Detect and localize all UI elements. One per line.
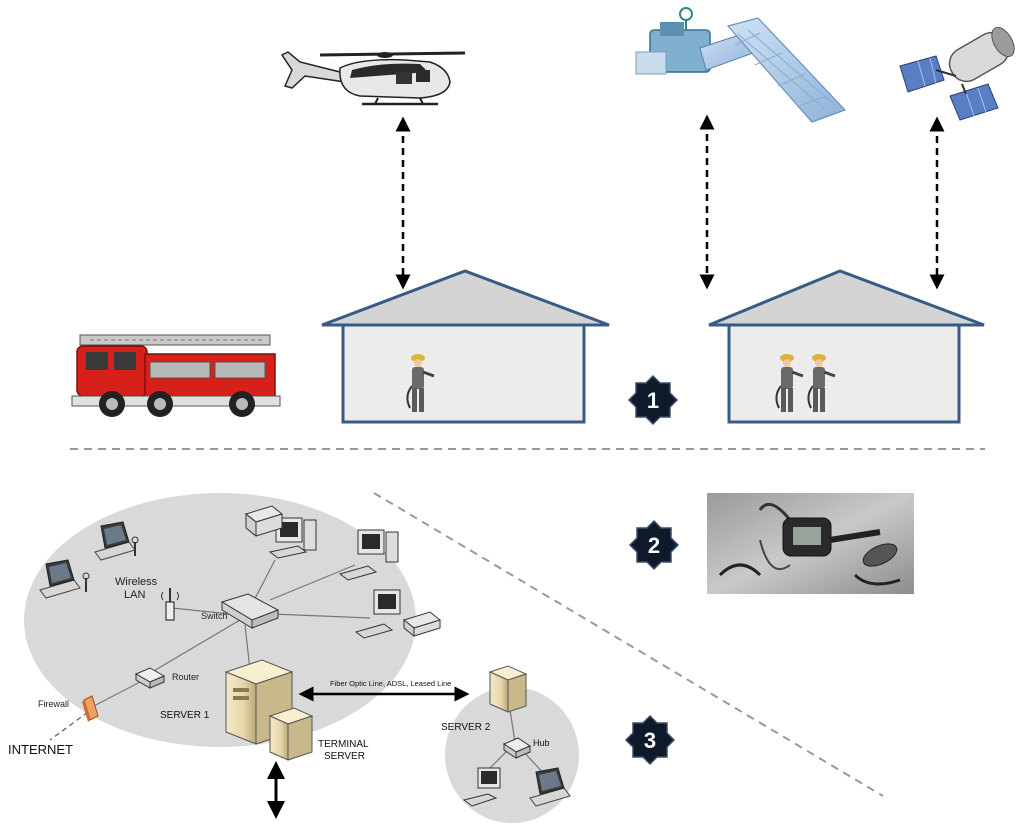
wireless-lan-label-line1: Wireless	[115, 576, 158, 588]
firefighter-icon	[807, 354, 836, 412]
internet-link	[49, 711, 89, 741]
laptop-icon	[39, 559, 81, 599]
server1-label: SERVER 1	[160, 710, 210, 721]
printer-icon	[244, 505, 284, 538]
switch-label: Switch	[201, 611, 228, 621]
network-switch-icon	[220, 593, 280, 629]
server-tower-icon	[268, 707, 314, 761]
router-label: Router	[172, 672, 199, 682]
step-badge-1-label: 1	[647, 388, 659, 413]
firewall-label: Firewall	[38, 699, 69, 709]
link-label: Fiber Optic Line, ADSL, Leased Line	[330, 679, 451, 688]
hub-icon	[502, 737, 532, 759]
terminal-server-label-line1: TERMINAL	[318, 739, 369, 750]
fire-truck-icon	[71, 334, 281, 417]
laptop-icon	[529, 767, 571, 807]
satellite-icon	[635, 7, 847, 123]
section-divider-diagonal	[373, 492, 884, 797]
step-badge-2-label: 2	[648, 533, 660, 558]
laptop-icon	[94, 521, 136, 561]
building-right	[708, 269, 985, 424]
lan-links	[89, 559, 549, 779]
desktop-computer-icon	[338, 529, 399, 581]
building-wall	[341, 323, 586, 424]
building-roof	[708, 269, 985, 327]
printer-icon	[402, 611, 442, 638]
lan-zone	[24, 493, 416, 747]
helicopter-icon	[280, 51, 466, 106]
router-icon	[134, 667, 166, 689]
building-wall	[727, 323, 961, 424]
wireless-lan-label-line2: LAN	[124, 589, 145, 601]
step-badge-3-label: 3	[644, 728, 656, 753]
antenna-icon	[82, 572, 90, 592]
server2-label: SERVER 2	[441, 722, 491, 733]
desktop-computer-icon	[268, 517, 317, 559]
hub-label: Hub	[533, 738, 550, 748]
step-badge-3: 3	[624, 714, 676, 766]
building-roof	[321, 269, 610, 327]
desktop-computer-icon	[354, 589, 401, 639]
step-badge-1: 1	[627, 374, 679, 426]
step-badge-2: 2	[628, 519, 680, 571]
antenna-icon	[131, 536, 139, 556]
firefighter-icon	[406, 354, 435, 412]
antenna-icon	[161, 588, 179, 621]
firefighter-icon	[775, 354, 804, 412]
firewall-icon	[82, 695, 99, 722]
desktop-computer-icon	[462, 767, 501, 807]
internet-label: INTERNET	[8, 742, 73, 757]
building-left	[321, 269, 610, 424]
space-probe-icon	[899, 26, 1015, 121]
server-tower-icon	[488, 665, 528, 713]
terminal-server-label-line2: SERVER	[324, 751, 365, 762]
wearable-device-photo	[707, 493, 914, 594]
